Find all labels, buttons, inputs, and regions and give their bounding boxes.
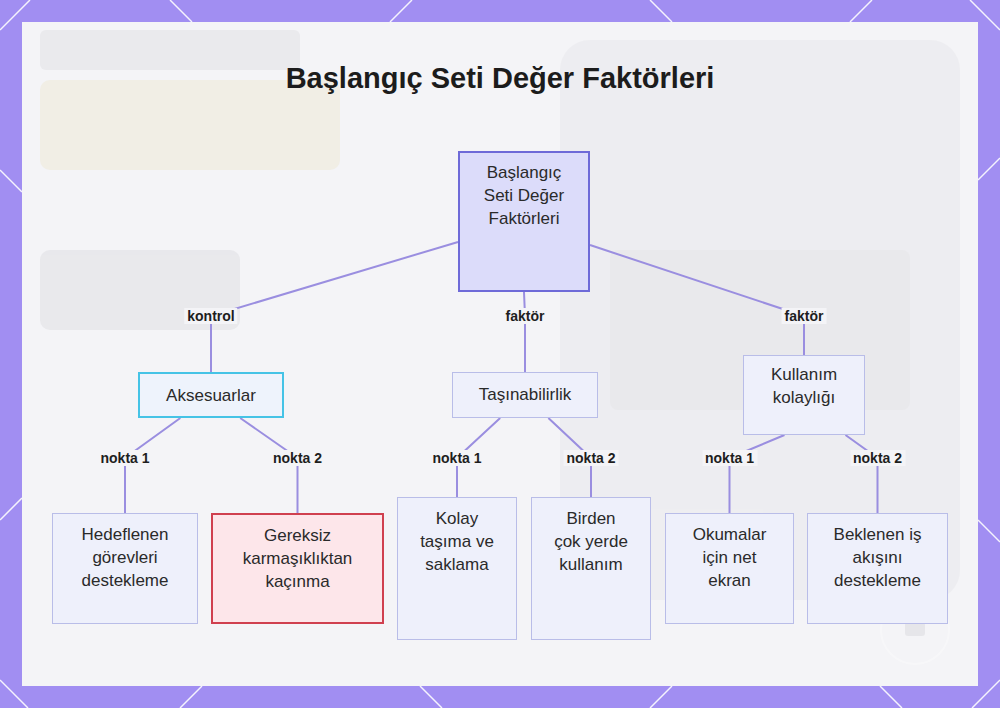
root-box: Başlangıç Seti Değer Faktörleri [458,151,590,292]
node-text: Birden çok yerde kullanım [552,507,630,576]
node-text: Okumalar için net ekran [690,523,769,592]
edge-label: nokta 2 [850,450,905,466]
node-text: Kolay taşıma ve saklama [418,507,496,576]
node-text: Aksesuarlar [146,384,276,407]
factor-box: Taşınabilirlik [452,372,598,418]
factor-box: Aksesuarlar [138,372,284,418]
point-box: Okumalar için net ekran [665,513,794,624]
edge-label: nokta 1 [429,450,484,466]
node-text: Beklenen iş akışını destekleme [823,523,932,592]
edge-label: nokta 1 [702,450,757,466]
point-box: Kolay taşıma ve saklama [397,497,517,640]
edge-label: nokta 2 [563,450,618,466]
edge-label: nokta 1 [97,450,152,466]
edge-label: nokta 2 [270,450,325,466]
connector-line [590,245,804,355]
point-box: Beklenen iş akışını destekleme [807,513,948,624]
faded-photo [40,30,960,664]
connector-line [730,435,785,513]
connector-line [211,242,458,372]
node-text: Kullanım kolaylığı [754,363,854,409]
point-box: Hedeflenen görevleri destekleme [52,513,198,624]
factor-box: Kullanım kolaylığı [743,355,865,435]
connector-line [524,292,525,372]
node-text: Başlangıç Seti Değer Faktörleri [480,161,568,230]
connector-line [845,435,877,513]
node-text: Gereksiz karmaşıklıktan kaçınma [233,524,362,593]
edge-label: faktör [782,308,827,324]
node-text: Taşınabilirlik [459,383,591,406]
point-box: Birden çok yerde kullanım [531,497,651,640]
node-text: Hedeflenen görevleri destekleme [68,523,182,592]
content-panel [22,22,978,686]
point-box: Gereksiz karmaşıklıktan kaçınma [211,513,384,624]
edge-label: kontrol [184,308,237,324]
edge-label: faktör [503,308,548,324]
diagram-title: Başlangıç Seti Değer Faktörleri [0,62,1000,95]
